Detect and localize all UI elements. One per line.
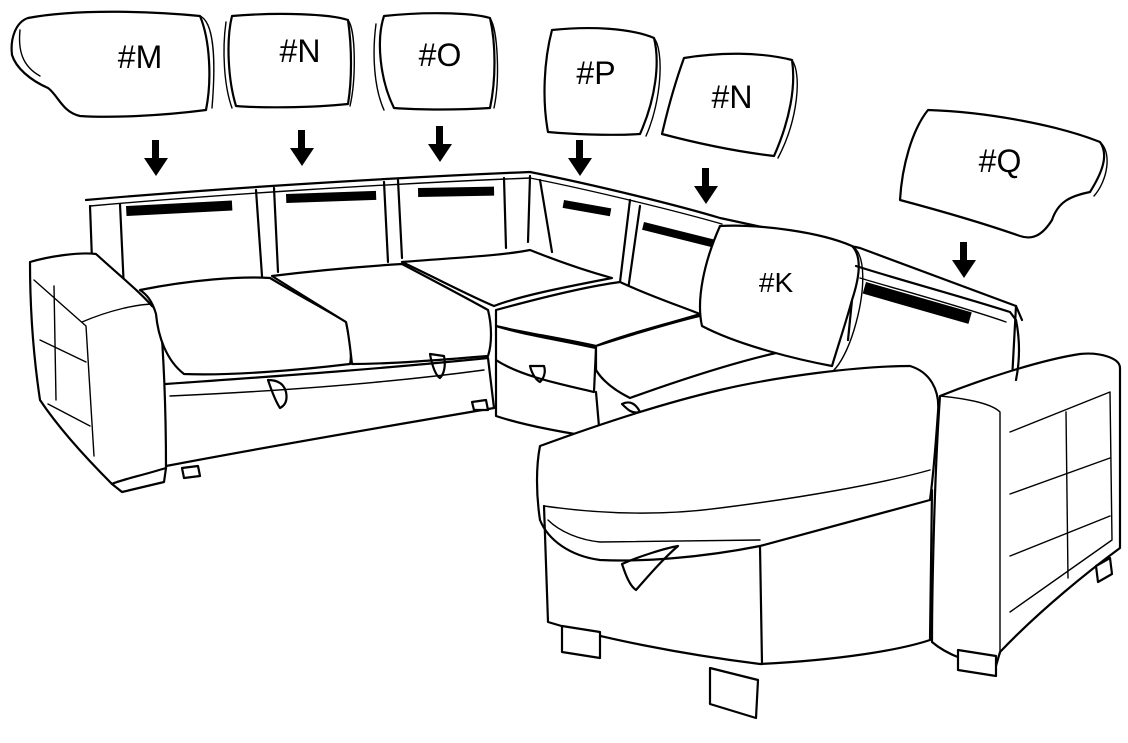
sectional-sofa: #K <box>30 172 1120 718</box>
back-cushion-q: #Q <box>900 110 1107 237</box>
arrow-down-icon <box>694 168 718 204</box>
arrow-down-icon <box>144 140 168 176</box>
label-n-2: #N <box>712 79 753 115</box>
label-k: #K <box>759 267 794 298</box>
label-o: #O <box>419 37 462 73</box>
arrow-down-icon <box>568 140 592 176</box>
arrow-down-icon <box>952 242 976 278</box>
label-m: #M <box>118 39 162 75</box>
label-n-1: #N <box>280 33 321 69</box>
arrow-down-icon <box>290 130 314 166</box>
back-cushion-o: #O <box>374 13 497 110</box>
back-cushion-n-1: #N <box>224 14 354 108</box>
back-cushion-p: #P <box>545 28 661 136</box>
label-p: #P <box>576 55 615 91</box>
label-q: #Q <box>979 143 1022 179</box>
back-cushion-m: #M <box>12 12 214 117</box>
back-cushion-n-2: #N <box>662 54 797 158</box>
arrow-down-icon <box>428 126 452 162</box>
